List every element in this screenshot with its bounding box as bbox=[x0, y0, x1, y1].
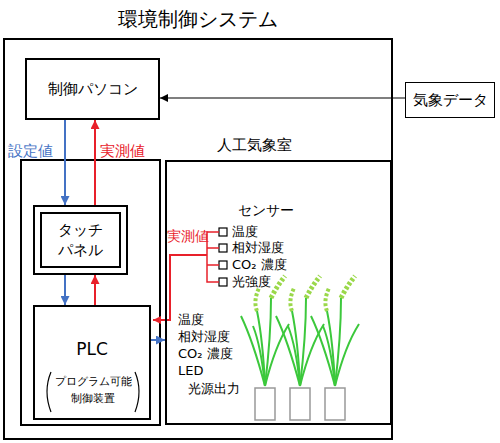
text-label: 相対湿度 bbox=[178, 329, 230, 345]
text-label: 実測値 bbox=[167, 228, 209, 244]
connector bbox=[160, 97, 405, 98]
node-text: 制御パソコン bbox=[48, 80, 138, 99]
sensor-square bbox=[219, 261, 227, 269]
plant-pot bbox=[290, 388, 310, 420]
process-box: 制御パソコン bbox=[25, 58, 160, 120]
plc-description: プログラム可能 制御装置 bbox=[53, 373, 133, 407]
text-label: 相対湿度 bbox=[232, 240, 284, 256]
plant-pot bbox=[325, 388, 345, 420]
text-label: LED bbox=[178, 363, 203, 379]
sensor-square bbox=[219, 228, 227, 236]
text-label: CO₂ 濃度 bbox=[178, 346, 233, 362]
external-box: 気象データ bbox=[405, 82, 495, 118]
touch-panel-box: タッチ パネル bbox=[33, 205, 128, 275]
connector bbox=[64, 120, 66, 205]
text-label: 温度 bbox=[232, 224, 258, 240]
text-label: 光強度 bbox=[232, 274, 271, 290]
plc-box: PLC プログラム可能 制御装置 bbox=[33, 305, 151, 420]
sensor-square bbox=[219, 244, 227, 252]
sensor-square bbox=[219, 278, 227, 286]
edge-label: 設定値 bbox=[8, 142, 53, 160]
node-text: タッチ パネル bbox=[51, 220, 111, 260]
text-label: センサー bbox=[238, 202, 294, 218]
bracket bbox=[47, 372, 51, 412]
text-label: 光源出力 bbox=[188, 381, 240, 397]
connector bbox=[94, 120, 96, 205]
text-label: 温度 bbox=[178, 312, 204, 328]
bracket bbox=[135, 372, 139, 412]
control-group-frame bbox=[21, 160, 160, 425]
edge-label: 実測値 bbox=[100, 142, 145, 160]
text-label: CO₂ 濃度 bbox=[232, 257, 287, 273]
frame-heading: 環境制御システム bbox=[5, 6, 391, 33]
chamber-heading: 人工気象室 bbox=[217, 136, 292, 155]
connector bbox=[64, 275, 66, 305]
rice-plant bbox=[311, 276, 359, 386]
connector bbox=[151, 339, 165, 341]
inner-border bbox=[40, 212, 121, 268]
plc-name: PLC bbox=[35, 339, 149, 359]
connector bbox=[94, 275, 96, 305]
plant-pot bbox=[255, 388, 275, 420]
sensor-wire bbox=[153, 255, 207, 320]
node-text: 気象データ bbox=[413, 91, 488, 110]
